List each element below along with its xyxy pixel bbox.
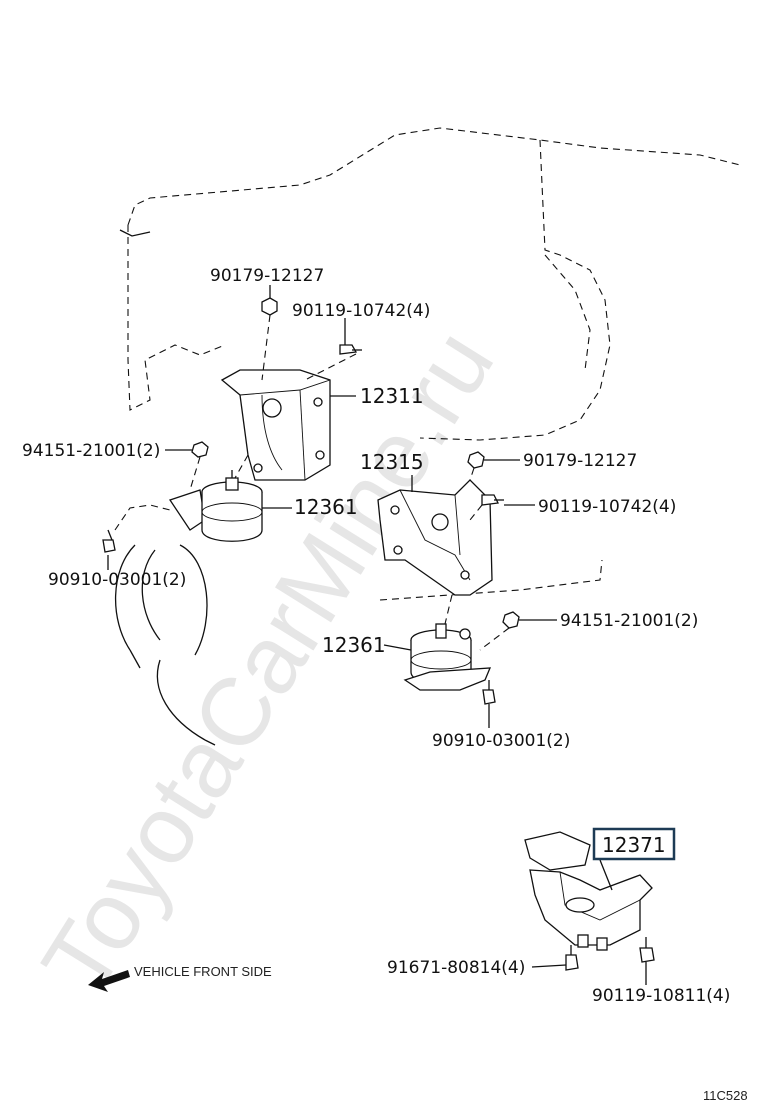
fasteners-right [467,451,520,705]
label-12371: 12371 [602,833,666,857]
direction-label: VEHICLE FRONT SIDE [134,964,272,979]
label-90119-10811: 90119-10811(4) [592,986,730,1006]
label-90179-12127-upper-right: 90179-12127 [523,451,637,471]
callout-labels: 90179-12127 90119-10742(4) 12311 94151-2… [22,266,730,1006]
bracket-12311 [220,369,331,481]
bracket-12315 [377,479,493,596]
label-12361-left: 12361 [294,495,358,519]
highlight-box-12371 [592,827,676,861]
label-94151-21001-right: 94151-21001(2) [560,611,698,631]
label-90910-03001-left: 90910-03001(2) [48,570,186,590]
label-12315: 12315 [360,450,424,474]
vehicle-front-indicator: VEHICLE FRONT SIDE [88,964,272,992]
engine-outline [119,127,741,601]
assembly-lines [114,314,510,651]
label-90119-10742-upper-left: 90119-10742(4) [292,301,430,321]
label-90910-03001-right: 90910-03001(2) [432,731,570,751]
left-housing-outline [114,544,216,746]
fasteners-left [102,297,362,553]
insulator-12361-left [168,470,263,542]
label-12361-right: 12361 [322,633,386,657]
rear-mount-12371 [524,831,655,971]
insulator-12361-right [403,623,492,691]
label-90179-12127-upper-left: 90179-12127 [210,266,324,286]
arrow-left-icon [88,970,130,992]
label-91671-80814: 91671-80814(4) [387,958,525,978]
label-94151-21001-left: 94151-21001(2) [22,441,160,461]
figure-code: 11C528 [703,1088,748,1103]
label-90119-10742-upper-right: 90119-10742(4) [538,497,676,517]
label-12311: 12311 [360,384,424,408]
leader-lines [107,285,647,985]
